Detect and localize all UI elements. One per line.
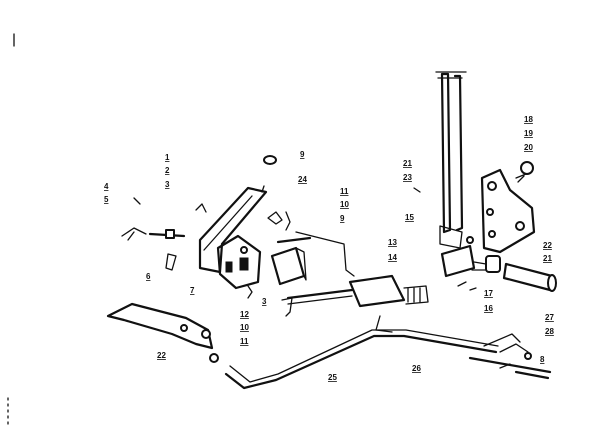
callout-25: 25	[328, 373, 337, 382]
callout-6: 6	[146, 272, 151, 281]
support-bracket	[198, 186, 268, 274]
callout-labels: 1 2 3 4 5 6 7 9 24 11 10 9 12 10 11 3 22…	[104, 115, 554, 382]
callout-14: 14	[388, 253, 397, 262]
end-linkage	[468, 333, 552, 380]
callout-22-left: 22	[157, 351, 166, 360]
callout-10-bottom: 10	[240, 323, 249, 332]
mounting-plate	[216, 234, 262, 290]
callout-13: 13	[388, 238, 397, 247]
callout-23: 23	[403, 173, 412, 182]
callout-7: 7	[190, 286, 195, 295]
callout-3-lower: 3	[262, 297, 267, 306]
callout-18: 18	[524, 115, 533, 124]
callout-10-top: 10	[340, 200, 349, 209]
pivot-shaft	[502, 262, 557, 292]
callout-16: 16	[484, 304, 493, 313]
callout-11-bottom: 11	[240, 337, 249, 346]
pivot-assembly	[439, 225, 501, 291]
mounting-bracket	[480, 168, 536, 254]
fasteners	[121, 155, 312, 317]
leader-lines	[133, 185, 421, 205]
callout-12: 12	[240, 310, 249, 319]
vertical-post	[435, 71, 467, 234]
callout-3: 3	[165, 180, 170, 189]
callout-17: 17	[484, 289, 493, 298]
actuator-body	[348, 274, 429, 308]
callout-28: 28	[545, 327, 554, 336]
callout-2: 2	[165, 166, 170, 175]
callout-4: 4	[104, 182, 109, 191]
callout-9-top: 9	[300, 150, 305, 159]
callout-8: 8	[540, 355, 545, 364]
callout-22-right: 22	[543, 241, 552, 250]
callout-24: 24	[298, 175, 307, 184]
callout-21-top: 21	[403, 159, 412, 168]
pedal-lever	[106, 302, 219, 363]
linkage-rod	[224, 315, 499, 390]
cylinder-housing	[270, 246, 307, 286]
callout-27: 27	[545, 313, 554, 322]
callout-15: 15	[405, 213, 414, 222]
callout-11-top: 11	[340, 187, 349, 196]
callout-21-right: 21	[543, 254, 552, 263]
callout-20: 20	[524, 143, 533, 152]
adjuster-knob	[515, 161, 534, 183]
callout-1: 1	[165, 153, 170, 162]
callout-19: 19	[524, 129, 533, 138]
callout-5: 5	[104, 195, 109, 204]
connecting-rod	[286, 231, 355, 305]
callout-9-mid: 9	[340, 214, 345, 223]
callout-26: 26	[412, 364, 421, 373]
